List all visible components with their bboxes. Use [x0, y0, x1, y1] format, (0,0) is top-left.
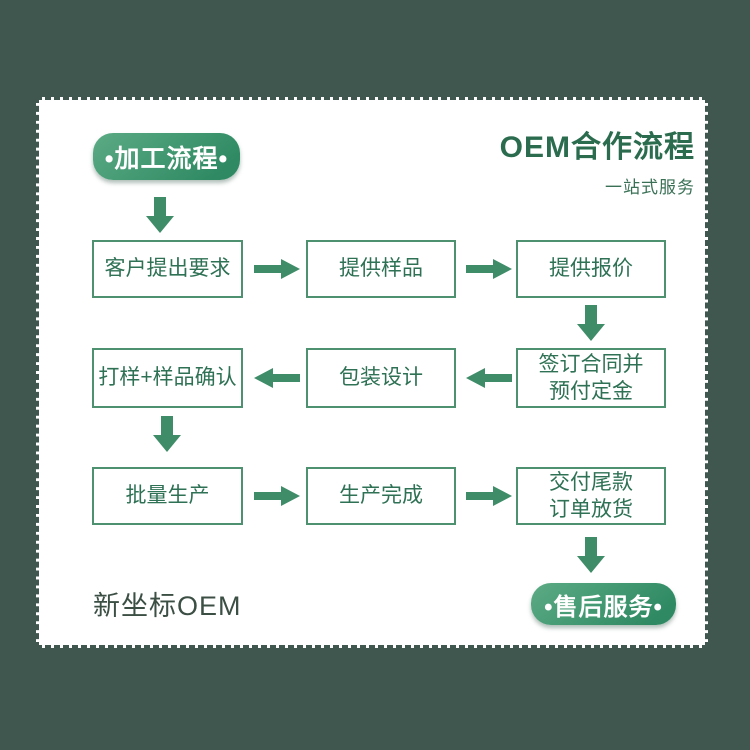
arrow-down-icon [577, 305, 605, 341]
arrow-left-icon [466, 368, 512, 388]
stamp-card: •加工流程• OEM合作流程 一站式服务 客户提出要求 提供样品 提供报价 打样… [36, 97, 708, 648]
flow-box-customer-request: 客户提出要求 [92, 240, 243, 298]
arrow-right-icon [254, 486, 300, 506]
flow-box-proof-confirm: 打样+样品确认 [92, 348, 243, 408]
arrow-left-icon [254, 368, 300, 388]
process-badge: •加工流程• [93, 133, 240, 180]
page-title: OEM合作流程 [499, 131, 695, 164]
arrow-down-icon [577, 537, 605, 573]
page-subtitle: 一站式服务 [605, 178, 695, 197]
arrow-right-icon [466, 259, 512, 279]
flow-box-provide-sample: 提供样品 [306, 240, 456, 298]
flow-box-final-payment-release: 交付尾款 订单放货 [516, 467, 666, 525]
flow-box-mass-production: 批量生产 [92, 467, 243, 525]
after-sales-badge: •售后服务• [531, 583, 676, 625]
arrow-down-icon [153, 416, 181, 452]
brand-text: 新坐标OEM [93, 591, 242, 621]
flow-box-production-complete: 生产完成 [306, 467, 456, 525]
flow-box-packaging-design: 包装设计 [306, 348, 456, 408]
flow-box-provide-quote: 提供报价 [516, 240, 666, 298]
arrow-down-icon [146, 197, 174, 233]
arrow-right-icon [254, 259, 300, 279]
arrow-right-icon [466, 486, 512, 506]
flow-box-sign-contract-deposit: 签订合同并 预付定金 [516, 348, 666, 408]
title-block: OEM合作流程 一站式服务 [500, 122, 695, 198]
